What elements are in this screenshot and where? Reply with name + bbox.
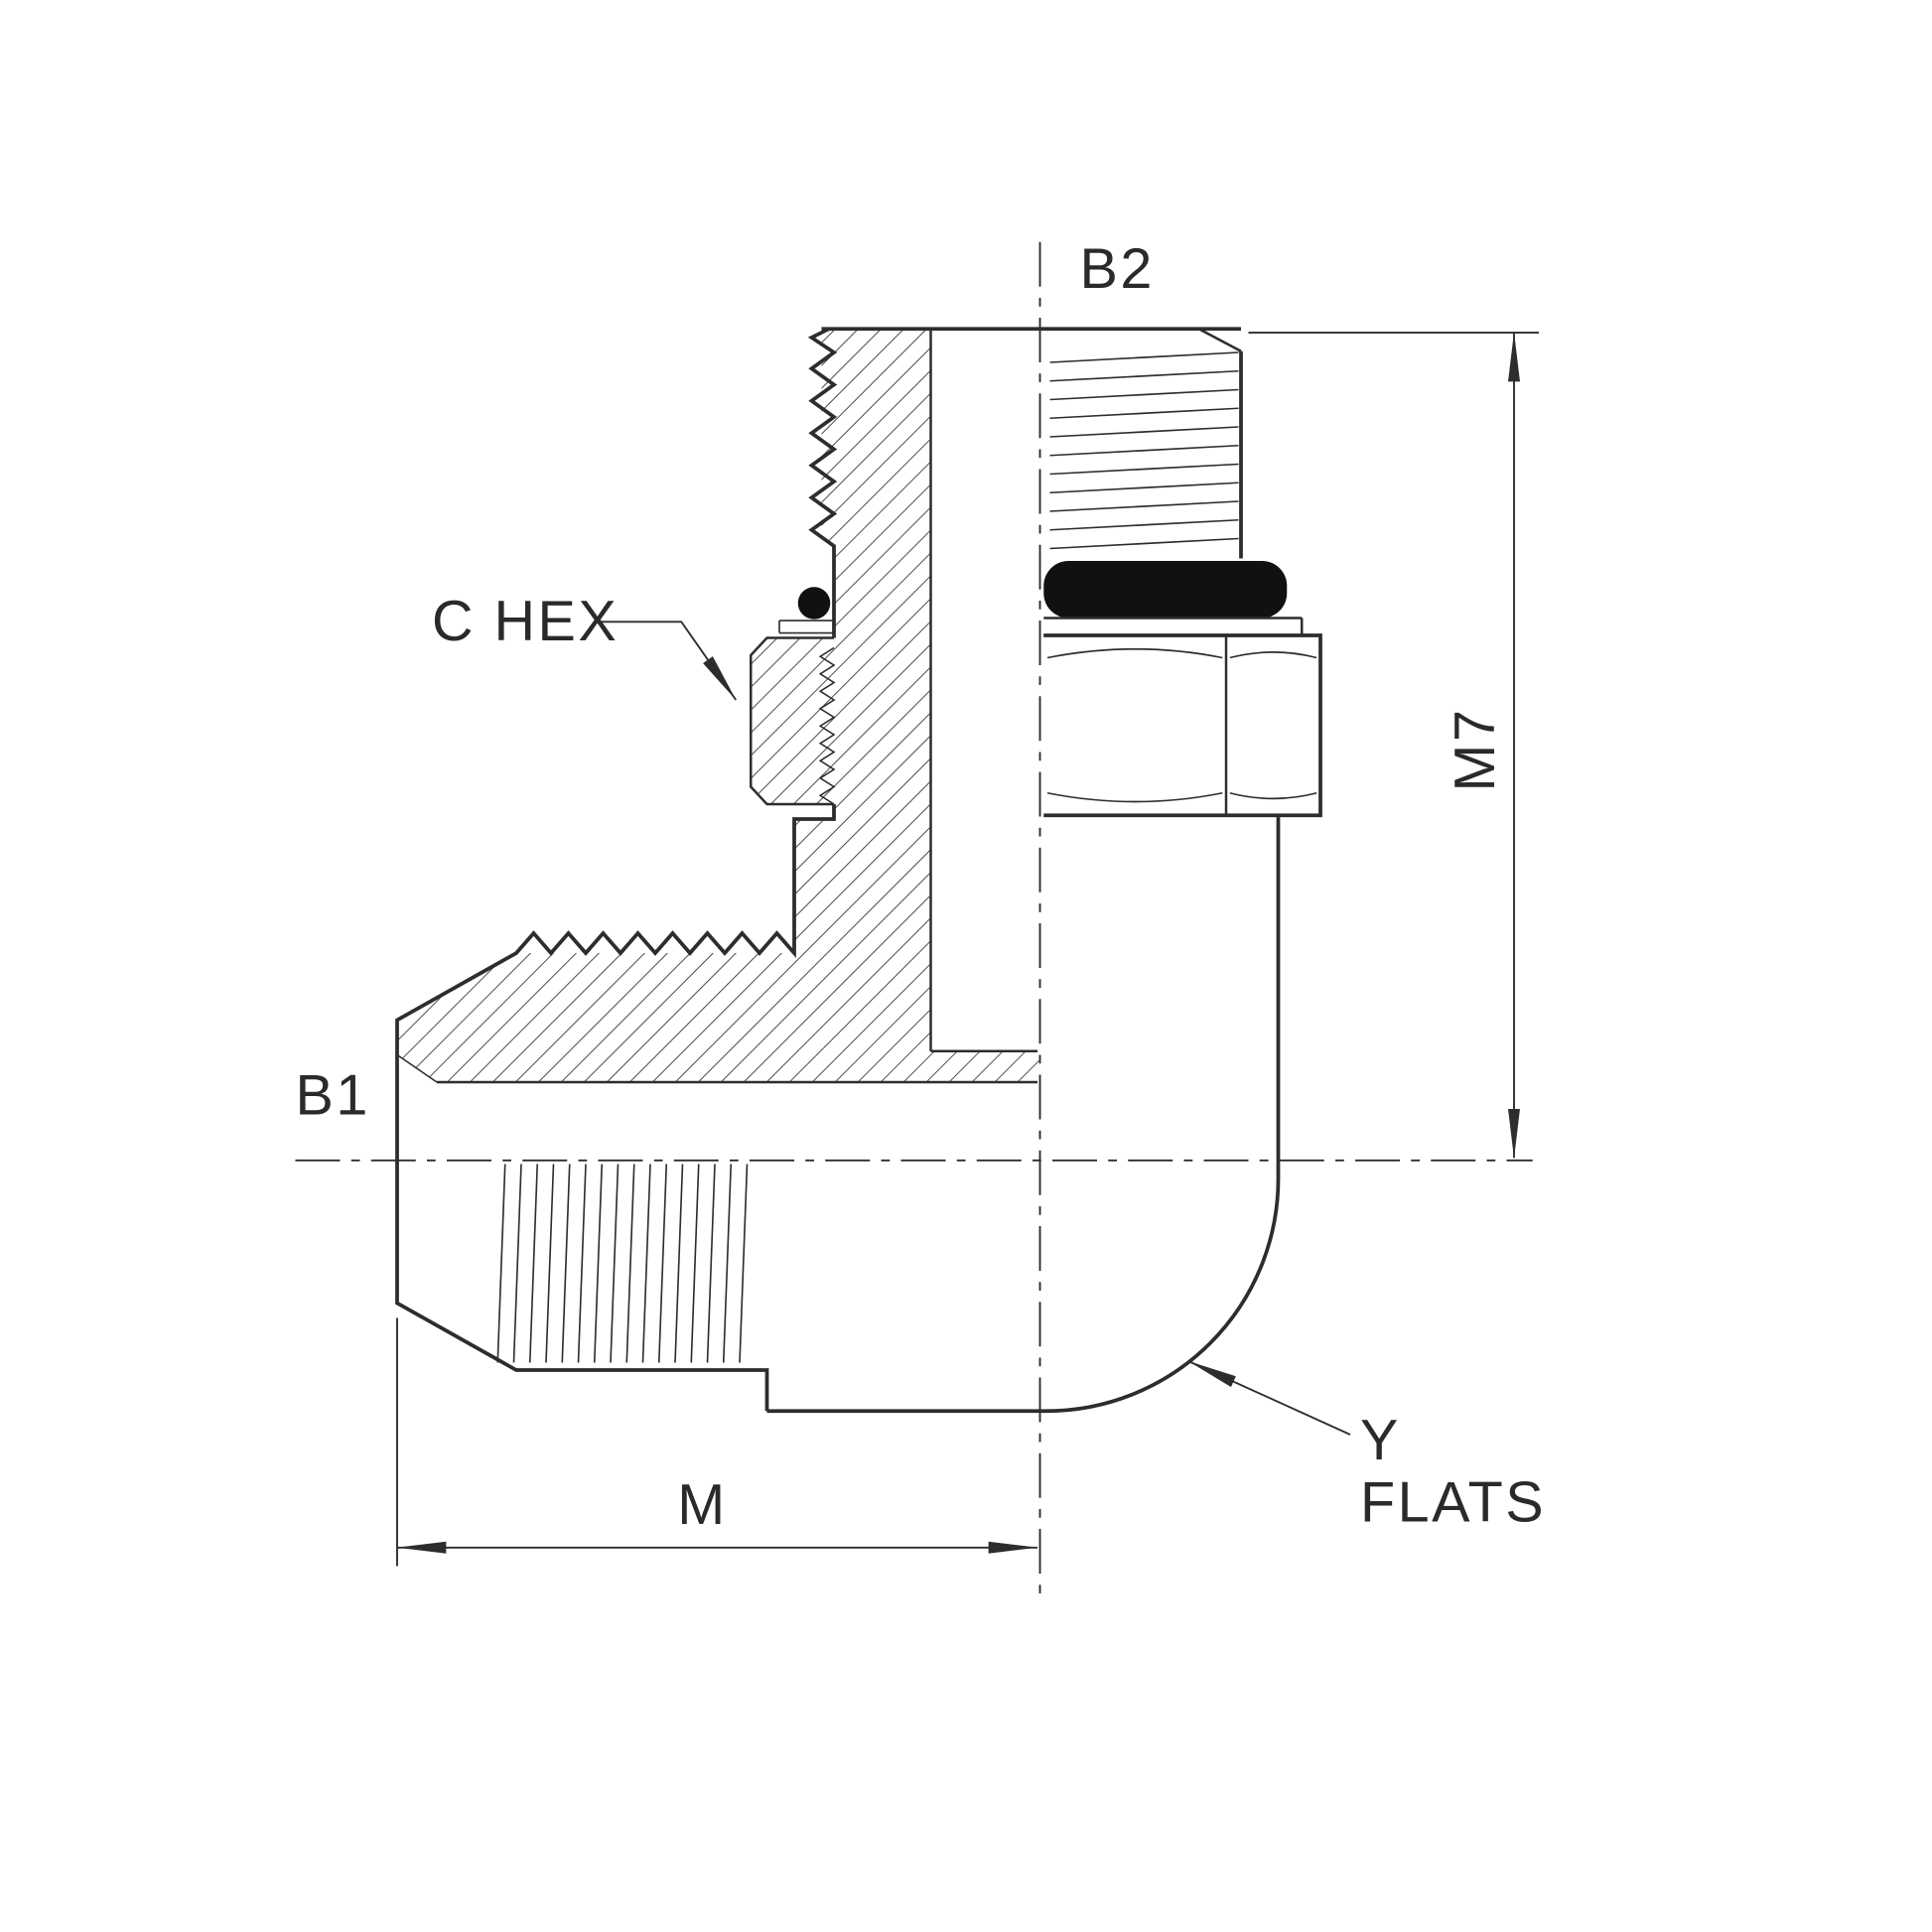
top-port-chamfer	[1197, 328, 1242, 352]
flats-label: FLATS	[1360, 1471, 1546, 1535]
m7-label: M7	[1444, 708, 1507, 792]
callout-c-hex: C HEX	[432, 590, 738, 701]
oring-seal	[1043, 561, 1288, 619]
dimension-m: M	[396, 1317, 1038, 1567]
oring-section-dot	[797, 587, 831, 620]
elbow-body-outline	[766, 815, 1281, 1414]
body-left-profile	[395, 804, 836, 1412]
dimension-m7: M7	[1248, 332, 1539, 1159]
c-hex-leader	[596, 621, 738, 701]
washer-section-lines	[778, 620, 834, 634]
top-port-section-outline	[807, 327, 838, 638]
c-hex-label: C HEX	[432, 590, 619, 653]
label-b2: B2	[1080, 237, 1155, 301]
callout-y-flats: Y FLATS	[1187, 1360, 1546, 1535]
m-label: M	[677, 1473, 727, 1537]
top-port-thread-lines	[1049, 351, 1239, 550]
locknut-section-outline	[750, 636, 834, 806]
jic-thread-lines	[496, 1164, 749, 1363]
y-flats-leader	[1187, 1360, 1351, 1436]
body-section-hatch	[397, 329, 1040, 1082]
y-label: Y	[1360, 1409, 1401, 1472]
locknut-section-hatch	[751, 637, 834, 804]
backup-washer	[1043, 617, 1304, 637]
label-b1: B1	[296, 1064, 370, 1128]
flare-cone-line	[396, 1053, 438, 1083]
locknut-thread-engagement	[818, 646, 836, 805]
hex-locknut	[1043, 633, 1322, 818]
